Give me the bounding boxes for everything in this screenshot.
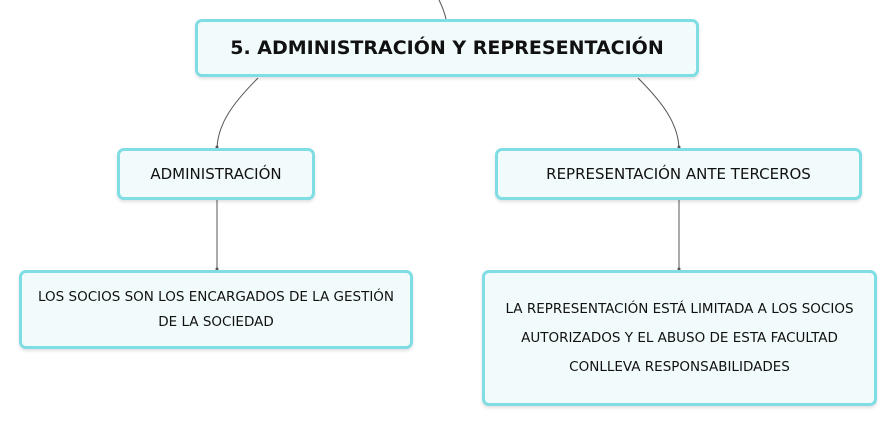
connector-dot-administracion-detail — [215, 267, 219, 271]
topic-representacion-label: REPRESENTACIÓN ANTE TERCEROS — [546, 165, 811, 183]
subtopic-representacion-detail-text: LA REPRESENTACIÓN ESTÁ LIMITADA A LOS SO… — [505, 300, 854, 375]
topic-administracion-label: ADMINISTRACIÓN — [150, 165, 282, 183]
root-topic-label: 5. ADMINISTRACIÓN Y REPRESENTACIÓN — [230, 37, 664, 59]
subtopic-administracion-detail-text: LOS SOCIOS SON LOS ENCARGADOS DE LA GEST… — [37, 288, 395, 330]
root-topic[interactable]: 5. ADMINISTRACIÓN Y REPRESENTACIÓN — [195, 19, 699, 77]
connector-root-to-representacion — [637, 77, 680, 149]
topic-representacion[interactable]: REPRESENTACIÓN ANTE TERCEROS — [495, 148, 862, 200]
connector-dot-administracion — [215, 145, 219, 149]
subtopic-administracion-detail[interactable]: LOS SOCIOS SON LOS ENCARGADOS DE LA GEST… — [19, 270, 413, 349]
subtopic-representacion-detail[interactable]: LA REPRESENTACIÓN ESTÁ LIMITADA A LOS SO… — [482, 270, 877, 406]
connector-dot-representacion-detail — [677, 267, 681, 271]
connector-parent-to-root — [438, 0, 447, 20]
connector-root-to-administracion — [216, 77, 259, 149]
topic-administracion[interactable]: ADMINISTRACIÓN — [117, 148, 315, 200]
connector-dot-representacion — [677, 145, 681, 149]
